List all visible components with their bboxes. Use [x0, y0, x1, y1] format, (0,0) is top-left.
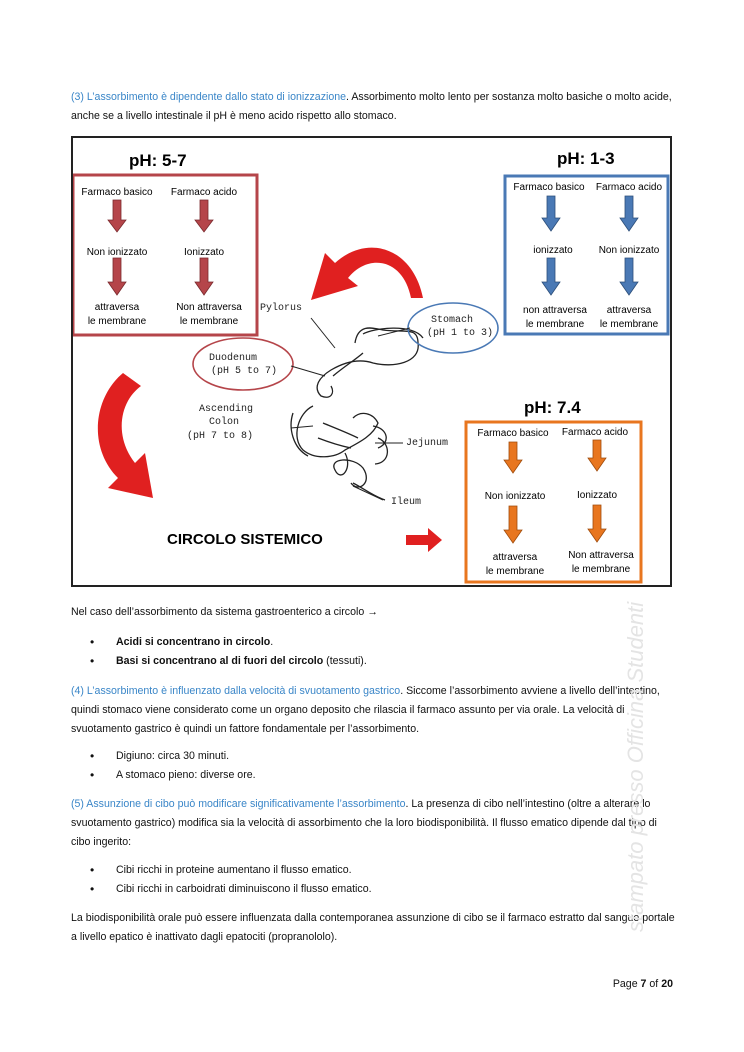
- page-footer: Page 7 of 20: [613, 978, 673, 990]
- colon-label-2: Colon: [209, 416, 239, 428]
- stomach-label-1: Stomach: [431, 314, 473, 326]
- panel-bottom: pH: 7.4 Farmaco basico Farmaco acido Non…: [464, 398, 643, 584]
- list-item: Cibi ricchi in carboidrati diminuiscono …: [90, 880, 372, 899]
- list-item: Acidi si concentrano in circolo.: [90, 633, 367, 652]
- arrow-blue: [619, 195, 639, 232]
- paragraph-4-text: . Siccome l’assorbimento avviene a livel…: [71, 685, 660, 735]
- intro-text: Nel caso dell’assorbimento da sistema ga…: [71, 606, 365, 618]
- panel-bottom-title: pH: 7.4: [524, 398, 581, 417]
- panel-bottom-col1-top: Farmaco basico: [477, 428, 549, 439]
- panel-left-col1-b1: attraversa: [95, 302, 140, 313]
- panel-right-col2-b1: attraversa: [607, 305, 652, 316]
- leader-lines: [290, 317, 411, 501]
- arrow-blue: [619, 257, 639, 296]
- paragraph-5-heading: (5) Assunzione di cibo può modificare si…: [71, 798, 406, 810]
- right-arrow-icon: →: [367, 606, 378, 618]
- arrow-right-icon: [406, 528, 442, 552]
- list-item-rest: (tessuti).: [323, 655, 367, 667]
- stomach-outline: [362, 327, 424, 339]
- panel-left-col1-top: Farmaco basico: [81, 187, 153, 198]
- paragraph-5-text: . La presenza di cibo nell’intestino (ol…: [71, 798, 657, 848]
- paragraph-5: (5) Assunzione di cibo può modificare si…: [71, 795, 675, 852]
- list-item: Digiuno: circa 30 minuti.: [90, 747, 256, 766]
- curved-arrow-left-icon: [97, 373, 153, 498]
- intro-line: Nel caso dell’assorbimento da sistema ga…: [71, 603, 675, 622]
- colon-label-1: Ascending: [199, 403, 253, 415]
- closing-paragraph: La biodisponibilità orale può essere inf…: [71, 912, 675, 943]
- list-item: Basi si concentrano al di fuori del circ…: [90, 652, 367, 671]
- panel-right-col2-top: Farmaco acido: [596, 182, 663, 193]
- panel-bottom-col1-b2: le membrane: [486, 566, 545, 577]
- pylorus-label: Pylorus: [260, 302, 302, 314]
- panel-left-col2-top: Farmaco acido: [171, 187, 238, 198]
- footer-total-pages: 20: [661, 978, 673, 990]
- panel-bottom-col2-mid: Ionizzato: [577, 490, 617, 501]
- arrow-orange: [587, 504, 607, 543]
- stomach-label-2: (pH 1 to 3): [427, 327, 493, 339]
- panel-left: pH: 5-7 Farmaco basico Farmaco acido Non…: [73, 151, 259, 337]
- list-item: A stomaco pieno: diverse ore.: [90, 766, 256, 785]
- duodenum-label-2: (pH 5 to 7): [211, 365, 277, 377]
- colon-label-3: (pH 7 to 8): [187, 430, 253, 442]
- arrow-red: [194, 199, 214, 233]
- arrow-red: [107, 199, 127, 233]
- panel-bottom-col2-b2: le membrane: [572, 564, 631, 575]
- jejunum-label: Jejunum: [406, 437, 448, 449]
- list-item-bold: Basi si concentrano al di fuori del circ…: [116, 655, 324, 667]
- arrow-orange: [587, 439, 607, 472]
- list-item: Cibi ricchi in proteine aumentano il flu…: [90, 861, 372, 880]
- panel-left-col2-b1: Non attraversa: [176, 302, 242, 313]
- paragraph-3-text: . Assorbimento molto lento per sostanza …: [71, 91, 672, 122]
- panel-right-col1-b2: le membrane: [526, 319, 585, 330]
- paragraph-3-heading: (3) L’assorbimento è dipendente dallo st…: [71, 91, 347, 103]
- panel-left-title: pH: 5-7: [129, 151, 187, 170]
- bullet-list-1: Acidi si concentrano in circolo. Basi si…: [90, 633, 367, 671]
- panel-bottom-col2-b1: Non attraversa: [568, 550, 634, 561]
- panel-right-col1-b1: non attraversa: [523, 305, 587, 316]
- paragraph-3: (3) L’assorbimento è dipendente dallo st…: [71, 88, 675, 126]
- systemic-label: CIRCOLO SISTEMICO: [167, 531, 323, 548]
- arrow-blue: [541, 257, 561, 296]
- panel-left-col2-b2: le membrane: [180, 316, 239, 327]
- curved-arrow-top-icon: [311, 247, 423, 300]
- panel-bottom-col2-top: Farmaco acido: [562, 427, 629, 438]
- watermark: stampato presso Officina Studenti: [623, 601, 648, 932]
- duodenum-callout: [192, 337, 294, 391]
- list-item-bold: Acidi si concentrano in circolo: [116, 636, 271, 648]
- panel-right-col2-b2: le membrane: [600, 319, 659, 330]
- footer-page-word: Page: [612, 978, 638, 990]
- panel-right: pH: 1-3 Farmaco basico Farmaco acido ion…: [503, 149, 670, 336]
- panel-left-col2-mid: Ionizzato: [184, 247, 224, 258]
- paragraph-4: (4) L’assorbimento è influenzato dalla v…: [71, 682, 675, 739]
- footer-of-word: of: [649, 978, 659, 990]
- panel-left-col1-b2: le membrane: [88, 316, 147, 327]
- watermark-text: stampato presso Officina Studenti: [623, 601, 648, 932]
- bullet-list-2: Digiuno: circa 30 minuti. A stomaco pien…: [90, 747, 256, 785]
- duodenum-label-1: Duodenum: [209, 352, 257, 364]
- arrow-red: [194, 257, 214, 296]
- absorption-figure: pH: 5-7 Farmaco basico Farmaco acido Non…: [71, 136, 672, 587]
- footer-page-number: 7: [640, 978, 647, 990]
- arrow-blue: [541, 195, 561, 232]
- figure-canvas: pH: 5-7 Farmaco basico Farmaco acido Non…: [73, 149, 670, 584]
- panel-left-col1-mid: Non ionizzato: [87, 247, 148, 258]
- ileum-label: Ileum: [391, 496, 421, 508]
- paragraph-4-heading: (4) L’assorbimento è influenzato dalla v…: [71, 685, 401, 697]
- arrow-orange: [503, 505, 523, 544]
- panel-right-title: pH: 1-3: [557, 149, 615, 168]
- panel-bottom-col1-b1: attraversa: [493, 552, 538, 563]
- gi-tract-illustration: [290, 327, 419, 501]
- arrow-red: [107, 257, 127, 296]
- arrow-orange: [503, 441, 523, 474]
- panel-right-col1-top: Farmaco basico: [513, 182, 585, 193]
- panel-right-col1-mid: ionizzato: [533, 245, 573, 256]
- panel-right-col2-mid: Non ionizzato: [599, 245, 660, 256]
- list-item-rest: .: [270, 636, 274, 648]
- panel-bottom-col1-mid: Non ionizzato: [485, 491, 546, 502]
- bullet-list-3: Cibi ricchi in proteine aumentano il flu…: [90, 861, 372, 899]
